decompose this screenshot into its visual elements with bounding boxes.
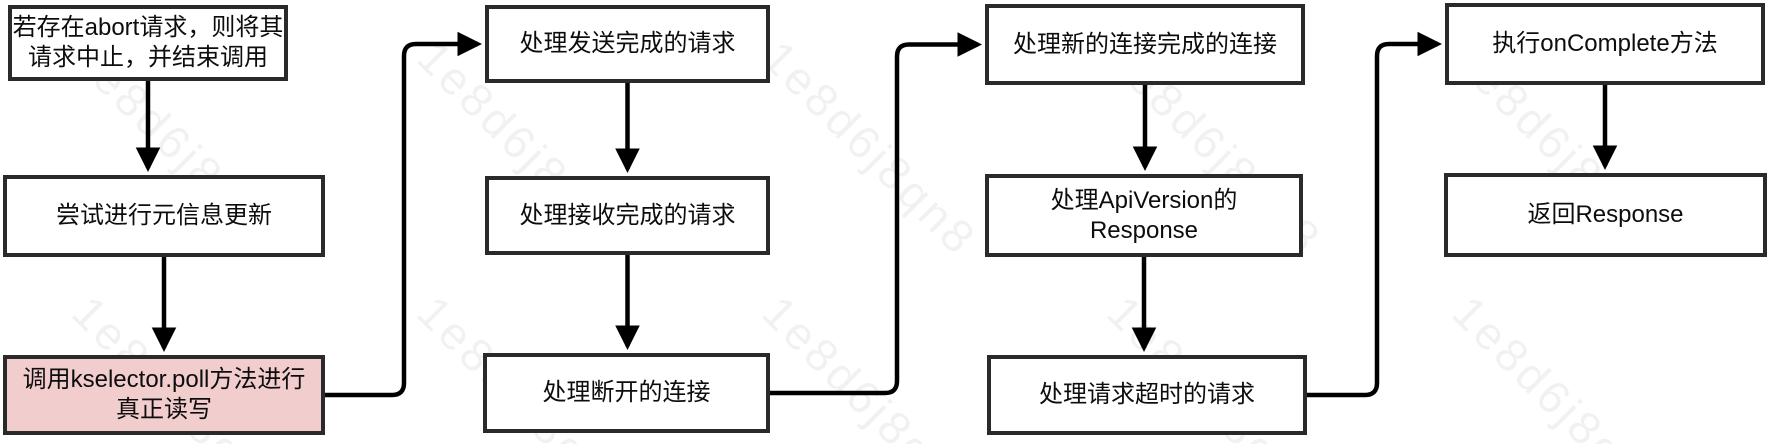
flow-node-label: 返回Response [1527, 201, 1684, 228]
flow-node-label: 执行onComplete方法 [1492, 30, 1718, 57]
flow-node-d1: 执行onComplete方法 [1445, 3, 1765, 85]
flow-node-label: 请求中止，并结束调用 [28, 44, 268, 71]
flow-node-label: 若存在abort请求，则将其 [12, 14, 284, 41]
flow-node-c1: 处理新的连接完成的连接 [985, 4, 1305, 85]
flow-arrow-c3-d1 [1307, 31, 1443, 398]
flow-node-a1: 若存在abort请求，则将其请求中止，并结束调用 [8, 5, 288, 81]
flow-node-label: Response [1089, 216, 1199, 244]
watermark-text: 1e8d6j8qn8 [752, 285, 988, 444]
flow-node-label: 处理接收完成的请求 [519, 201, 736, 229]
watermark-text: 1e8d6j8qn8 [1442, 285, 1678, 444]
flow-node-a3: 调用kselector.poll方法进行真正读写 [3, 355, 325, 435]
flow-node-label: 真正读写 [116, 396, 212, 423]
flow-node-b3: 处理断开的连接 [483, 353, 770, 433]
flow-node-c3: 处理请求超时的请求 [987, 355, 1307, 435]
flow-node-label: 调用kselector.poll方法进行 [22, 366, 306, 393]
watermark-text: 1e8d6j8qn8 [752, 30, 988, 266]
flow-node-label: 尝试进行元信息更新 [56, 202, 272, 229]
flow-node-d2: 返回Response [1444, 173, 1767, 257]
flow-node-label: 处理新的连接完成的连接 [1013, 30, 1277, 58]
flow-node-label: 处理断开的连接 [542, 379, 711, 406]
flow-arrow-b3-c1 [770, 32, 983, 396]
flow-node-a2: 尝试进行元信息更新 [3, 175, 325, 257]
flow-node-label: 处理ApiVersion的 [1050, 186, 1238, 214]
flow-node-b2: 处理接收完成的请求 [485, 176, 770, 255]
flow-node-label: 处理发送完成的请求 [519, 30, 736, 57]
flow-arrow-a3-b1 [325, 31, 483, 398]
flow-node-b1: 处理发送完成的请求 [485, 5, 770, 83]
flow-node-label: 处理请求超时的请求 [1039, 381, 1255, 408]
